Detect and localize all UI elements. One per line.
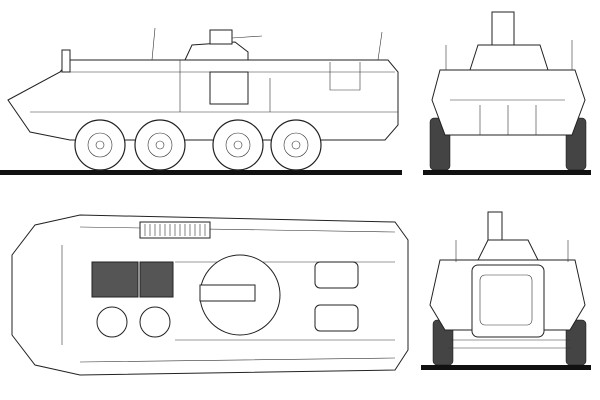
side-view [0, 27, 402, 175]
ground-line [0, 170, 402, 175]
wheel [212, 119, 264, 171]
driver-hatch [96, 306, 128, 338]
cannon-barrel [231, 35, 263, 39]
ground-line [421, 365, 591, 370]
wheel [134, 119, 186, 171]
side-wheels [74, 119, 322, 171]
turret-rear [477, 239, 539, 261]
roof-hatch [314, 304, 359, 332]
commander-hatch [139, 306, 171, 338]
rear-view [421, 211, 591, 370]
hull-front [431, 69, 586, 136]
turret-front [469, 44, 549, 71]
wheel [74, 119, 126, 171]
turret-sight [487, 211, 503, 241]
roof-hatch [314, 261, 359, 289]
turret-sight [209, 29, 233, 45]
turret-sight [491, 11, 515, 46]
exhaust [61, 49, 71, 73]
ground-line [423, 170, 591, 175]
turret-side [184, 41, 249, 61]
antenna-rear [377, 31, 383, 61]
engine-deck-vent [139, 261, 174, 298]
wheel [270, 119, 322, 171]
engine-deck-vent [91, 261, 139, 298]
side-door [209, 71, 249, 105]
turret-gun-mount [199, 284, 256, 302]
front-view [423, 11, 591, 175]
grille-slats [144, 224, 206, 236]
rear-door [471, 264, 545, 338]
antenna-front [151, 27, 156, 61]
top-view [11, 214, 409, 376]
